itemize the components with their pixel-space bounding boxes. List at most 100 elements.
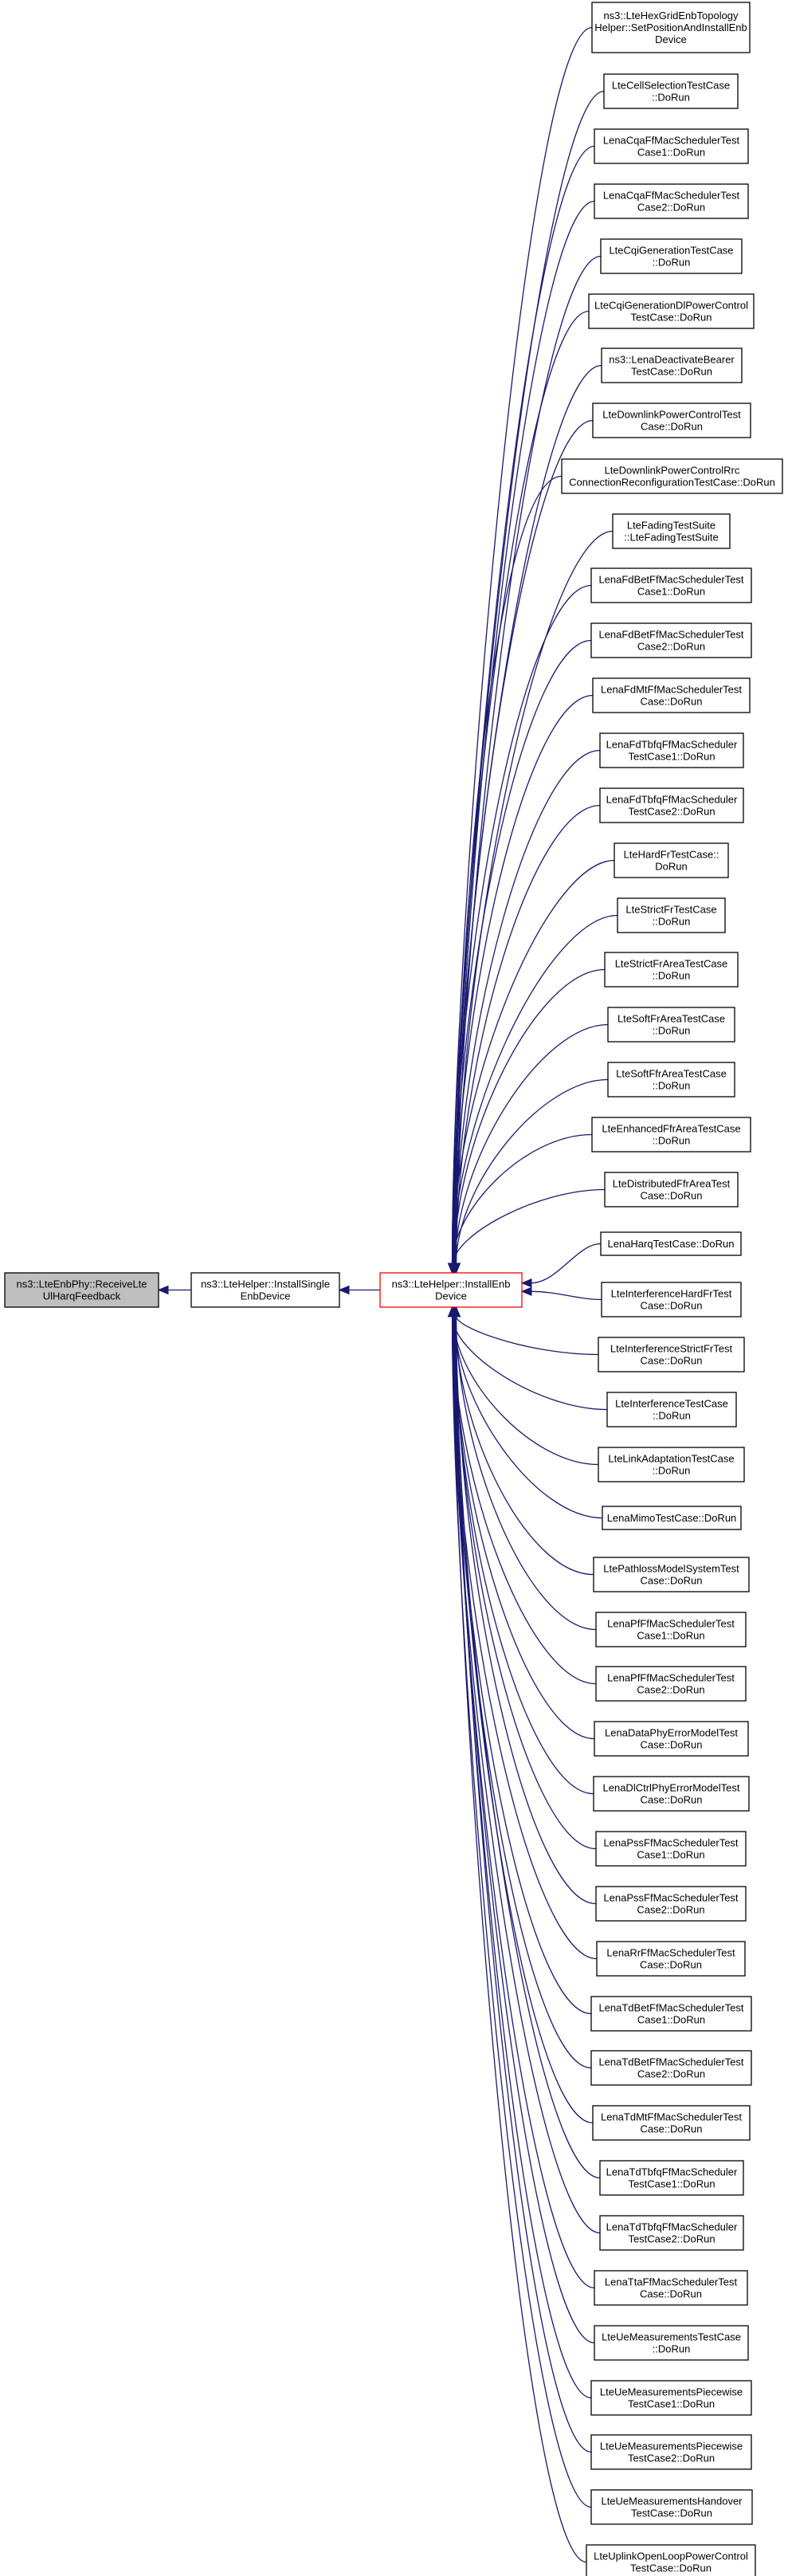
arrowhead-uplink-open-loop-power	[449, 1306, 458, 1317]
node-soft-fr-area[interactable]: LteSoftFrAreaTestCase::DoRun	[607, 1007, 735, 1043]
node-cqa-case1-label: Case1::DoRun	[637, 147, 705, 159]
arrowhead-interference-hard-fr	[520, 1286, 532, 1297]
node-downlink-power-control-rrc-box	[561, 458, 783, 494]
node-lena-mimo[interactable]: LenaMimoTestCase::DoRun	[602, 1506, 742, 1530]
node-lena-harq-label: LenaHarqTestCase::DoRun	[608, 1238, 735, 1250]
node-hard-fr-box	[614, 842, 729, 878]
node-cqi-generation[interactable]: LteCqiGenerationTestCase::DoRun	[600, 238, 743, 274]
node-ue-measurements-piecewise2-box	[590, 2434, 752, 2470]
node-pf-case2-box	[595, 1666, 747, 1702]
node-ue-measurements-piecewise1[interactable]: LteUeMeasurementsPiecewiseTestCase1::DoR…	[590, 2380, 752, 2416]
node-ue-measurements-box	[594, 2325, 749, 2361]
node-interference[interactable]: LteInterferenceTestCase::DoRun	[606, 1392, 737, 1427]
node-downlink-power-control-rrc[interactable]: LteDownlinkPowerControlRrcConnectionReco…	[561, 458, 783, 494]
edge-pss-case2	[455, 1315, 597, 1905]
node-ue-measurements[interactable]: LteUeMeasurementsTestCase::DoRun	[594, 2325, 749, 2361]
edge-ue-measurements	[453, 1315, 595, 2344]
node-link-adaptation[interactable]: LteLinkAdaptationTestCase::DoRun	[598, 1447, 745, 1482]
node-ue-measurements-piecewise1-box	[590, 2380, 752, 2416]
node-soft-ffr-area[interactable]: LteSoftFfrAreaTestCase::DoRun	[607, 1062, 735, 1098]
node-data-phy-error-model-label: LenaDataPhyErrorModelTest	[605, 1727, 738, 1739]
nodes: ns3::LteEnbPhy::ReceiveLteUlHarqFeedback…	[4, 2, 783, 2576]
node-soft-fr-area-label: LteSoftFrAreaTestCase	[617, 1013, 725, 1025]
node-fdtbfq-case1-label: LenaFdTbfqFfMacScheduler	[606, 739, 738, 751]
node-install-enb-device-box	[379, 1272, 523, 1308]
node-link-adaptation-box	[598, 1447, 745, 1482]
node-uplink-open-loop-power[interactable]: LteUplinkOpenLoopPowerControlTestCase::D…	[586, 2544, 756, 2576]
node-fdbet-case2-label: LenaFdBetFfMacSchedulerTest	[598, 629, 743, 641]
node-cqi-generation-label: LteCqiGenerationTestCase	[609, 245, 733, 257]
node-hard-fr[interactable]: LteHardFrTestCase::DoRun	[614, 842, 729, 878]
node-tdmt-box	[592, 2105, 751, 2141]
node-ue-measurements-handover-box	[590, 2489, 753, 2525]
node-fading-test-suite[interactable]: LteFadingTestSuite::LteFadingTestSuite	[612, 513, 731, 549]
node-tdbet-case1-label: LenaTdBetFfMacSchedulerTest	[598, 2002, 743, 2014]
node-cqi-generation-label: ::DoRun	[653, 257, 691, 269]
node-tta-label: Case::DoRun	[640, 2288, 702, 2300]
node-lena-harq-box	[600, 1231, 742, 1256]
node-enhanced-ffr-area[interactable]: LteEnhancedFfrAreaTestCase::DoRun	[591, 1117, 751, 1153]
edge-cell-selection	[453, 90, 605, 1265]
node-pss-case1-box	[595, 1831, 747, 1867]
edge-uplink-open-loop-power	[453, 1315, 587, 2563]
edge-interference-hard-fr	[530, 1290, 602, 1301]
node-hexgrid-set-position[interactable]: ns3::LteHexGridEnbTopologyHelper::SetPos…	[591, 2, 751, 53]
node-distributed-ffr-area-label: LteDistributedFfrAreaTest	[613, 1178, 731, 1190]
node-ue-measurements-piecewise2[interactable]: LteUeMeasurementsPiecewiseTestCase2::DoR…	[590, 2434, 752, 2470]
edge-fdbet-case2	[453, 639, 592, 1265]
edge-soft-fr-area	[454, 1023, 609, 1265]
node-cell-selection-label: LteCellSelectionTestCase	[612, 80, 730, 92]
node-tdbet-case2-box	[590, 2050, 752, 2086]
node-strict-fr-area[interactable]: LteStrictFrAreaTestCase::DoRun	[604, 952, 739, 988]
arrowhead-middle-to-root	[157, 1285, 169, 1295]
node-cqi-generation-dl-power-label: LteCqiGenerationDlPowerControl	[594, 300, 748, 312]
node-cqa-case2-label: Case2::DoRun	[637, 202, 705, 214]
node-dl-ctrl-phy-error-model-label: Case::DoRun	[640, 1794, 702, 1806]
node-cqi-generation-dl-power[interactable]: LteCqiGenerationDlPowerControlTestCase::…	[588, 293, 755, 329]
node-strict-fr[interactable]: LteStrictFrTestCase::DoRun	[617, 897, 726, 933]
node-lena-harq[interactable]: LenaHarqTestCase::DoRun	[600, 1231, 742, 1256]
node-cell-selection[interactable]: LteCellSelectionTestCase::DoRun	[603, 73, 739, 109]
arrowhead-focus-to-middle	[338, 1285, 350, 1295]
node-ue-measurements-label: LteUeMeasurementsTestCase	[602, 2331, 741, 2343]
node-strict-fr-area-box	[604, 952, 739, 988]
node-fdbet-case2-label: Case2::DoRun	[637, 641, 705, 653]
node-pf-case1-label: LenaPfFfMacSchedulerTest	[607, 1618, 735, 1630]
node-pf-case2-label: LenaPfFfMacSchedulerTest	[607, 1672, 735, 1684]
node-tdmt-label: LenaTdMtFfMacSchedulerTest	[601, 2111, 742, 2123]
node-install-enb-device-label: ns3::LteHelper::InstallEnb	[392, 1278, 511, 1290]
node-cqa-case1-label: LenaCqaFfMacSchedulerTest	[603, 135, 740, 147]
node-uplink-open-loop-power-label: LteUplinkOpenLoopPowerControl	[594, 2550, 748, 2562]
